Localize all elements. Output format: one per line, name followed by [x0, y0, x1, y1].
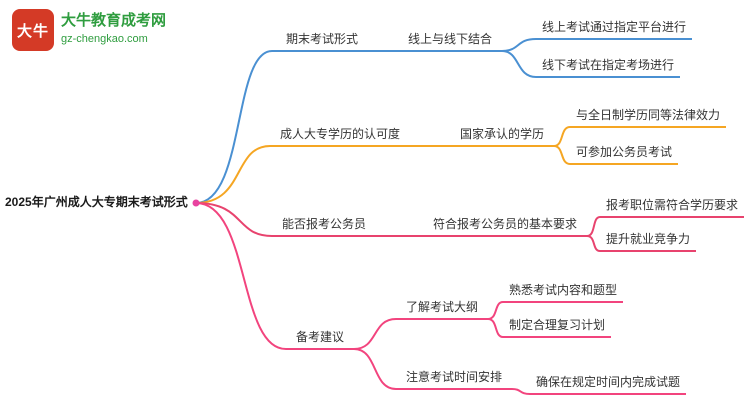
leaf-offline-venue: 线下考试在指定考场进行	[536, 56, 680, 78]
leaf-review-plan: 制定合理复习计划	[503, 316, 611, 338]
site-logo: 大牛 大牛教育成考网 gz-chengkao.com	[12, 9, 166, 51]
leaf-online-platform: 线上考试通过指定平台进行	[536, 18, 692, 40]
leaf-equal-legal-effect: 与全日制学历同等法律效力	[570, 106, 726, 128]
root-node: 2025年广州成人大专期末考试形式	[5, 195, 188, 209]
leaf-position-degree-requirement: 报考职位需符合学历要求	[600, 196, 744, 218]
leaf-familiar-content-types: 熟悉考试内容和题型	[503, 281, 623, 303]
branch-exam-format: 期末考试形式	[272, 30, 372, 52]
node-online-offline-mix: 线上与线下结合	[398, 30, 502, 52]
leaf-finish-on-time: 确保在规定时间内完成试题	[530, 373, 686, 395]
leaf-job-competitiveness: 提升就业竞争力	[600, 230, 696, 252]
node-state-recognized: 国家承认的学历	[450, 125, 554, 147]
node-exam-time-schedule: 注意考试时间安排	[396, 368, 512, 390]
logo-domain: gz-chengkao.com	[61, 33, 148, 45]
leaf-civil-service-eligible: 可参加公务员考试	[570, 143, 678, 165]
branch-civil-service-exam: 能否报考公务员	[272, 215, 376, 237]
branch-prep-advice: 备考建议	[286, 328, 354, 350]
node-know-syllabus: 了解考试大纲	[396, 298, 488, 320]
root-branch-dot	[192, 199, 200, 207]
logo-bull-icon: 大牛	[12, 9, 54, 51]
logo-brand-name: 大牛教育成考网	[61, 12, 167, 29]
node-basic-requirements: 符合报考公务员的基本要求	[423, 215, 587, 237]
branch-degree-recognition: 成人大专学历的认可度	[270, 125, 410, 147]
